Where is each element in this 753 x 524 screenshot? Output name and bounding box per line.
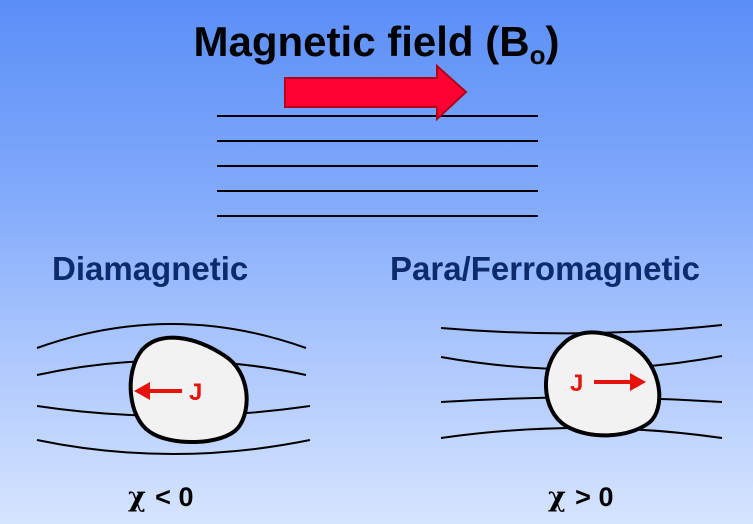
title-subscript: o [529,40,546,70]
page-title: Magnetic field (Bo) [0,18,753,71]
chi-relation: < 0 [155,482,194,512]
paramagnetic-current-label: J [570,370,583,397]
chi-symbol: χ [128,482,146,513]
diamagnetic-susceptibility: χ < 0 [128,482,193,513]
title-text: Magnetic field (B [193,18,530,65]
paramagnetic-susceptibility: χ > 0 [548,482,613,513]
title-close: ) [545,18,560,65]
diamagnetic-sample [128,335,249,445]
chi-relation: > 0 [575,482,614,512]
field-direction-arrow [284,63,468,122]
field-line [36,439,311,455]
paramagnetic-heading: Para/Ferromagnetic [390,250,700,287]
diamagnetic-current-label: J [189,379,202,406]
uniform-field-lines [217,115,538,217]
chi-symbol: χ [548,482,566,513]
field-line [36,323,307,349]
diamagnetic-heading: Diamagnetic [52,250,249,287]
diamagnetic-current-arrow [134,382,182,400]
paramagnetic-current-arrow [594,373,646,391]
